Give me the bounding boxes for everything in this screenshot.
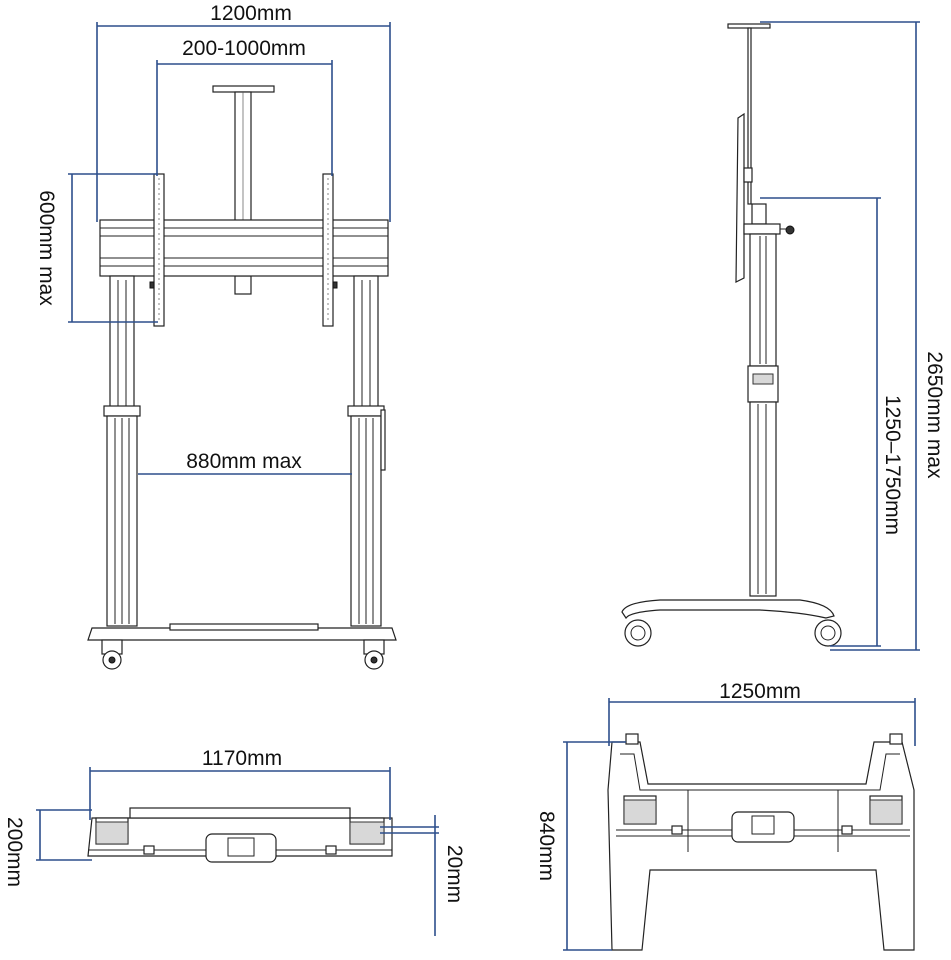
top-view (87, 807, 393, 863)
side-total-height-label: 2650mm max (923, 351, 946, 479)
top-dimensions: 1170mm 200mm 20mm (3, 747, 466, 936)
front-width-label: 1200mm (210, 2, 292, 25)
front-vesa-height-label: 600mm max (35, 190, 58, 306)
base-width-label: 1250mm (719, 680, 801, 703)
side-view (621, 23, 842, 647)
side-center-height-label: 1250–1750mm (881, 395, 904, 535)
front-inner-width-label: 880mm max (186, 450, 302, 473)
base-dimensions: 1250mm 840mm (535, 680, 916, 951)
front-view (87, 85, 397, 670)
base-depth-label: 840mm (535, 811, 558, 881)
top-depth-label: 200mm (3, 817, 26, 887)
front-vesa-width-label: 200-1000mm (182, 37, 306, 60)
side-dimensions: 2650mm max 1250–1750mm (760, 21, 946, 651)
top-offset-label: 20mm (443, 845, 466, 903)
base-view (607, 733, 915, 951)
top-width-label: 1170mm (202, 747, 282, 770)
front-dimensions: 1200mm 200-1000mm 600mm max 880mm max (35, 2, 391, 475)
